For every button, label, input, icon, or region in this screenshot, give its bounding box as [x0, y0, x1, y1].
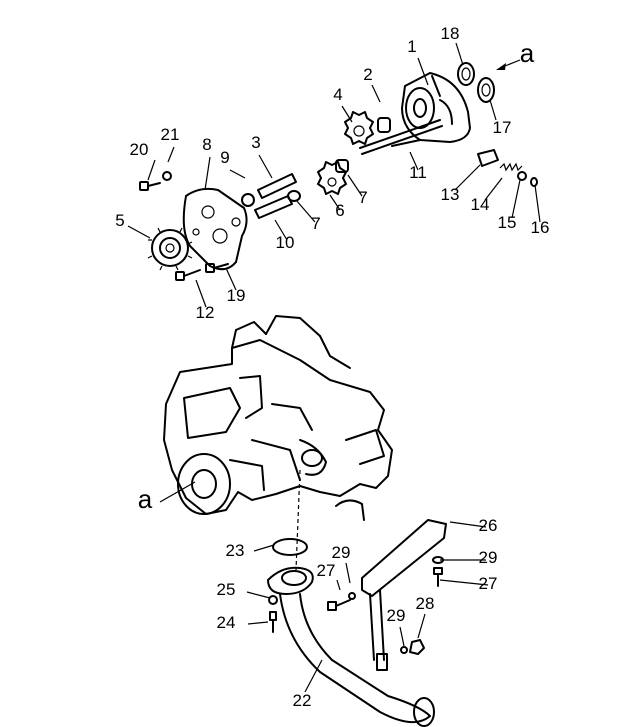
- washer-21: [162, 171, 172, 181]
- bolt-27a: [327, 599, 351, 611]
- gear-6: [317, 161, 347, 195]
- bushing-9: [241, 193, 255, 207]
- part-number-label: 19: [227, 286, 246, 305]
- seal-ring-17: [477, 77, 495, 103]
- part-number-label: 9: [220, 148, 229, 167]
- part-number-label: 27: [479, 574, 498, 593]
- part-number-label: 29: [332, 543, 351, 562]
- part-number-label: 7: [358, 188, 367, 207]
- reference-arrows: [496, 59, 521, 70]
- part-number-label: 27: [317, 561, 336, 580]
- bolt-19: [205, 263, 229, 273]
- plug-15: [517, 171, 527, 181]
- o-ring-23: [272, 538, 308, 556]
- bolt-27b: [433, 567, 443, 587]
- part-number-label: 1: [407, 37, 416, 56]
- reference-label-a: a: [520, 38, 535, 68]
- washer-16: [530, 177, 538, 187]
- seal-ring-18: [457, 62, 475, 86]
- part-number-label: 7: [311, 214, 320, 233]
- part-number-label: 17: [493, 118, 512, 137]
- part-number-label: 25: [217, 580, 236, 599]
- part-number-label: 16: [531, 218, 550, 237]
- part-number-label: 11: [409, 163, 427, 182]
- gear-5: [147, 227, 193, 271]
- shaft-11: [359, 119, 443, 155]
- pump-cover-8: [182, 187, 248, 271]
- leader-lines: [127, 42, 541, 693]
- relief-valve-13: [477, 149, 499, 167]
- part-number-label: 24: [217, 613, 236, 632]
- bushing-2: [377, 117, 391, 133]
- bushing-7a: [335, 159, 349, 173]
- part-number-label: 22: [293, 691, 312, 710]
- part-number-label: 20: [130, 140, 149, 159]
- bracket-26: [361, 519, 447, 661]
- gear-4: [344, 111, 374, 145]
- part-number-label: 10: [276, 233, 295, 252]
- part-number-label: 26: [479, 516, 498, 535]
- part-number-label: 8: [202, 135, 211, 154]
- part-number-label: 13: [441, 185, 460, 204]
- part-number-label: 21: [161, 125, 180, 144]
- part-number-label: 28: [416, 594, 435, 613]
- part-number-label: 12: [196, 303, 215, 322]
- part-number-label: 4: [333, 85, 342, 104]
- shaft-10: [254, 195, 293, 219]
- nut-28: [409, 639, 425, 655]
- reference-label-a: a: [138, 484, 153, 514]
- dashed-assembly-line: [295, 469, 301, 571]
- bolt-20: [139, 181, 161, 191]
- part-number-label: 5: [115, 211, 124, 230]
- part-number-label: 15: [498, 213, 517, 232]
- part-number-label: 6: [335, 201, 344, 220]
- part-number-label: 18: [441, 24, 460, 43]
- part-number-label: 2: [363, 65, 372, 84]
- washer-29c: [400, 646, 408, 654]
- pin-11: [391, 139, 421, 147]
- bolt-12: [175, 269, 201, 281]
- pump-body: [401, 72, 471, 143]
- suction-pipe-22: [267, 566, 435, 727]
- washer-29b: [432, 556, 444, 564]
- shaft-3: [257, 173, 297, 199]
- engine-housing: [163, 315, 393, 521]
- part-number-label: 3: [251, 133, 260, 152]
- part-number-label: 23: [226, 541, 245, 560]
- spring-14: [499, 162, 523, 172]
- part-number-label: 29: [387, 606, 406, 625]
- washer-25: [268, 595, 278, 605]
- washer-29a: [348, 592, 356, 600]
- part-number-label: 29: [479, 548, 498, 567]
- bolt-24: [269, 611, 277, 633]
- part-number-label: 14: [471, 195, 490, 214]
